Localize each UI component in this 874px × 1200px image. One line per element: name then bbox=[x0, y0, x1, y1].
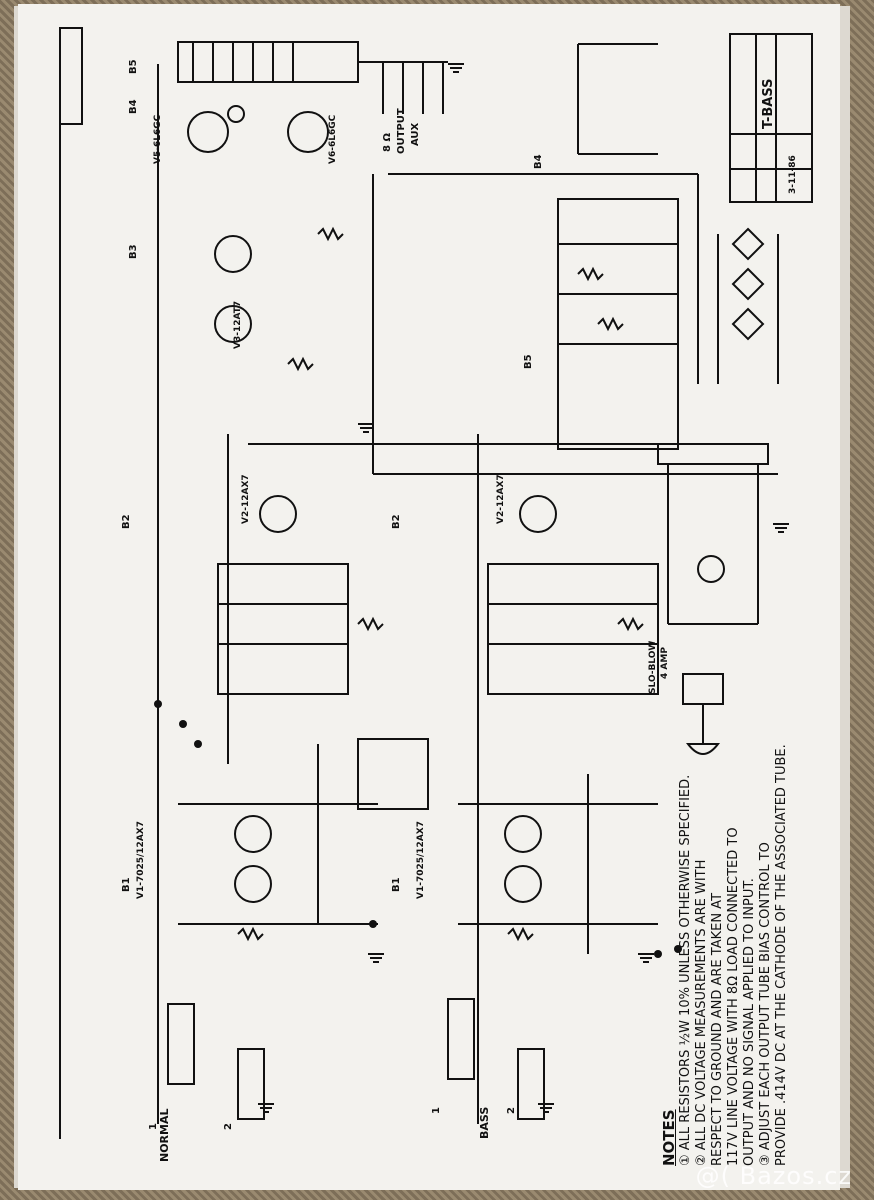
fuse-rating-label: 4 AMP bbox=[660, 647, 670, 679]
node-b2b-label: B2 bbox=[391, 514, 402, 529]
tube-v5-label: V5-6L6GC bbox=[153, 114, 163, 164]
normal-input-jack-1 bbox=[167, 1003, 195, 1085]
normal-jack-2-label: 2 bbox=[223, 1123, 234, 1130]
tube-v6 bbox=[287, 111, 329, 153]
note-line-7: PROVIDE .414V DC AT THE CATHODE OF THE A… bbox=[774, 744, 789, 1166]
watermark: @( Bazos.cz bbox=[695, 1162, 852, 1190]
node-b4-label: B4 bbox=[128, 99, 139, 114]
tube-v3-label: V3-12AT7 bbox=[233, 300, 243, 349]
bass-input-jack-2 bbox=[517, 1048, 545, 1120]
node-b1b-label: B1 bbox=[391, 877, 402, 892]
output-transformer bbox=[177, 41, 359, 83]
note-line-2: ② ALL DC VOLTAGE MEASUREMENTS ARE WITH bbox=[694, 859, 709, 1166]
normal-input-jack-2 bbox=[237, 1048, 265, 1120]
node-b1-label: B1 bbox=[121, 877, 132, 892]
schematic-drawing bbox=[59, 27, 813, 1139]
tube-v2-normal-label: V2-12AX7 bbox=[241, 474, 251, 524]
tube-v5 bbox=[187, 111, 229, 153]
normal-channel-label: NORMAL bbox=[158, 1108, 171, 1163]
title-block bbox=[729, 33, 813, 203]
bass-jack-1-label: 1 bbox=[431, 1107, 442, 1114]
note-line-4: 117V LINE VOLTAGE WITH 8Ω LOAD CONNECTED… bbox=[726, 827, 741, 1166]
tube-v1-normal-label: V1-7025/12AX7 bbox=[136, 821, 146, 899]
node-b3-label: B3 bbox=[128, 244, 139, 259]
note-line-5: OUTPUT AND NO SIGNAL APPLIED TO INPUT. bbox=[742, 878, 757, 1166]
normal-jack-1-label: 1 bbox=[148, 1123, 159, 1130]
note-line-6: ③ ADJUST EACH OUTPUT TUBE BIAS CONTROL T… bbox=[758, 842, 773, 1166]
output-impedance-label: 8 Ω bbox=[382, 133, 393, 152]
model-name: T-BASS bbox=[761, 78, 776, 129]
output-label: OUTPUT bbox=[396, 108, 407, 154]
schematic-paper-sheet: B5 B4 B3 B2 B2 B1 B1 B4 B5 V1-7025/12AX7… bbox=[18, 4, 840, 1190]
node-b4b-label: B4 bbox=[533, 154, 544, 169]
node-b5-label: B5 bbox=[128, 59, 139, 74]
tube-v2-normal bbox=[259, 495, 297, 533]
fuse-type-label: SLO-BLOW bbox=[648, 640, 658, 694]
bass-input-jack-1 bbox=[447, 998, 475, 1080]
ac-plug bbox=[685, 743, 721, 755]
tube-v6-label: V6-6L6GC bbox=[328, 114, 338, 164]
tube-v2-bass-label: V2-12AX7 bbox=[496, 474, 506, 524]
bass-jack-2-label: 2 bbox=[506, 1107, 517, 1114]
node-b5b-label: B5 bbox=[523, 354, 534, 369]
note-line-3: RESPECT TO GROUND AND ARE TAKEN AT bbox=[710, 892, 725, 1166]
tube-v1-normal-a bbox=[234, 815, 272, 853]
output-aux-label: AUX bbox=[410, 122, 421, 146]
tube-v1-bass-b bbox=[504, 865, 542, 903]
fuse bbox=[682, 673, 724, 705]
power-transformer bbox=[657, 443, 769, 465]
notes-block: NOTES ① ALL RESISTORS ½W 10% UNLESS OTHE… bbox=[660, 744, 790, 1166]
tube-v3 bbox=[214, 235, 252, 273]
tube-v1-bass-a bbox=[504, 815, 542, 853]
pilot-lamp bbox=[697, 555, 725, 583]
node-b2-label: B2 bbox=[121, 514, 132, 529]
tube-v1-bass-label: V1-7025/12AX7 bbox=[416, 821, 426, 899]
notes-title: NOTES bbox=[660, 1109, 678, 1166]
tube-v2-bass bbox=[519, 495, 557, 533]
bass-channel-label: BASS bbox=[478, 1106, 491, 1139]
drawing-date: 3-11-86 bbox=[788, 155, 798, 194]
tube-v1-normal-b bbox=[234, 865, 272, 903]
note-line-1: ① ALL RESISTORS ½W 10% UNLESS OTHERWISE … bbox=[678, 774, 693, 1166]
